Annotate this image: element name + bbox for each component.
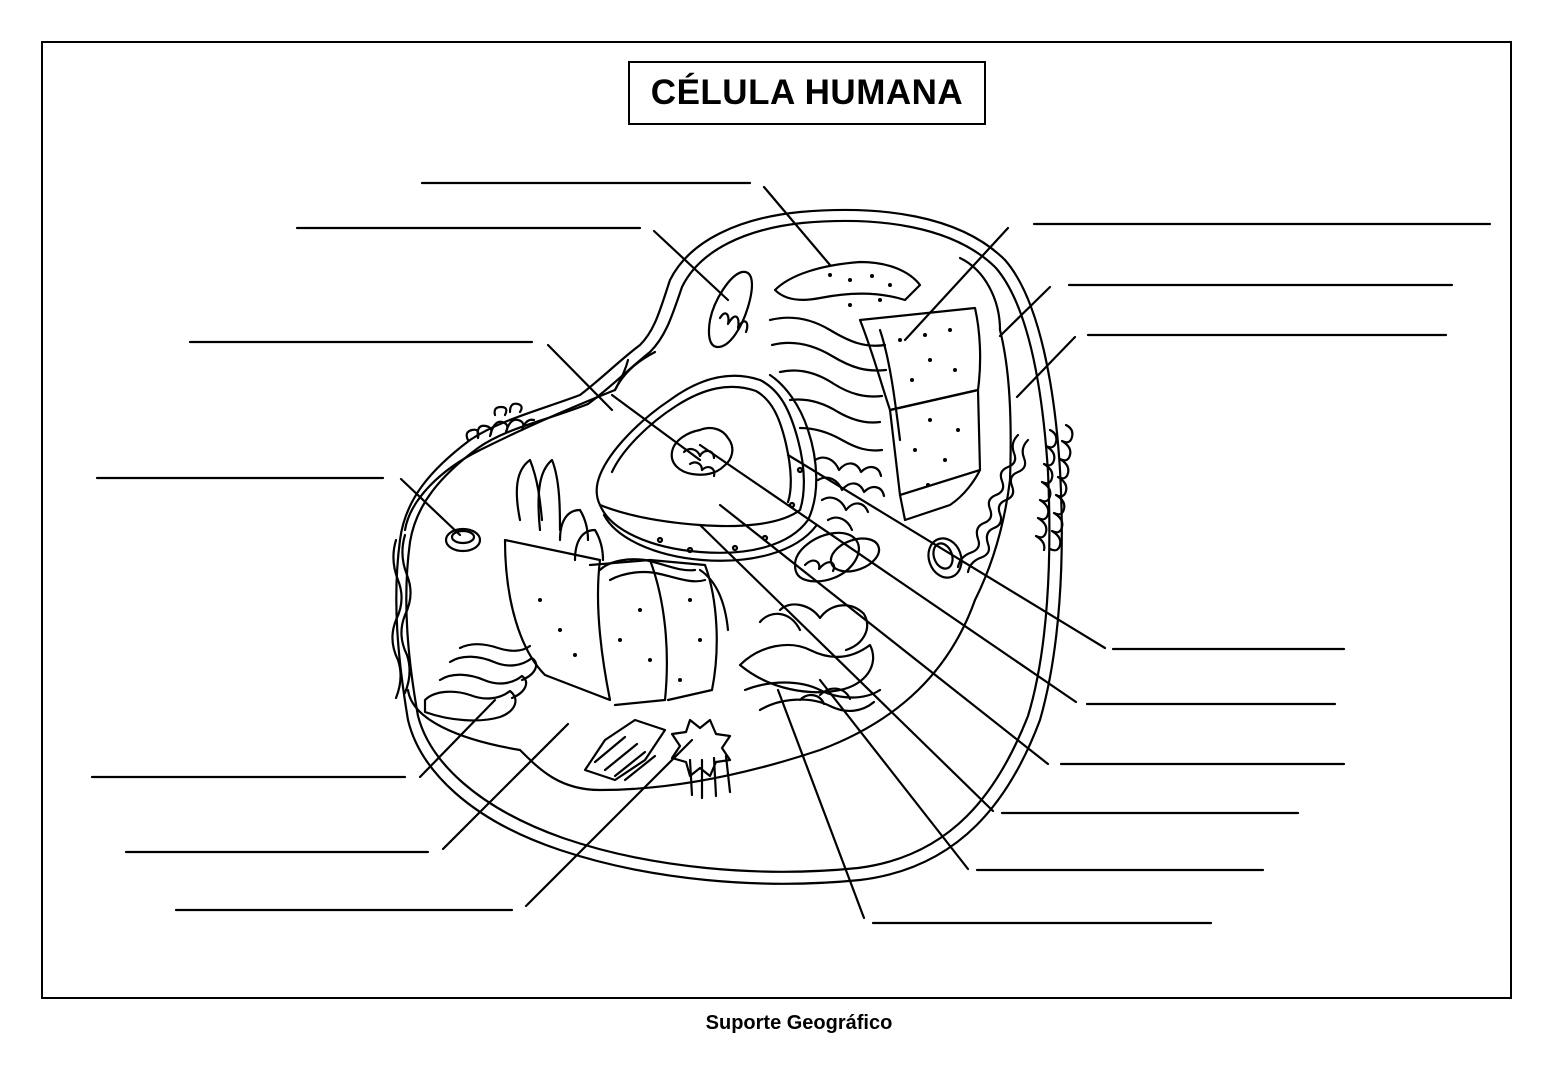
leader-line-2 bbox=[652, 229, 730, 302]
title-box: CÉLULA HUMANA bbox=[628, 61, 986, 125]
leader-line-12 bbox=[698, 443, 1078, 704]
cytoplasm-cutaway bbox=[391, 256, 1030, 792]
smooth-endoplasmic-reticulum bbox=[813, 456, 886, 532]
leader-line-7 bbox=[524, 738, 694, 908]
leader-line-13 bbox=[718, 503, 1050, 766]
worksheet-frame bbox=[41, 41, 1512, 999]
lysosome bbox=[829, 537, 881, 573]
nucleus bbox=[595, 373, 818, 562]
golgi-complex bbox=[738, 603, 882, 712]
leader-line-4 bbox=[399, 477, 462, 537]
label-lines bbox=[90, 181, 1492, 925]
leader-line-5 bbox=[418, 698, 497, 779]
nucleolus-shape bbox=[670, 427, 734, 476]
leader-line-11 bbox=[786, 453, 1107, 650]
leader-line-15 bbox=[818, 678, 970, 871]
rough-endoplasmic-reticulum bbox=[768, 260, 982, 522]
leader-line-9 bbox=[998, 285, 1052, 338]
leader-line-10 bbox=[1015, 335, 1077, 399]
centrioles bbox=[583, 718, 732, 800]
vesicle-right bbox=[927, 537, 963, 579]
page-title: CÉLULA HUMANA bbox=[650, 73, 964, 112]
leader-line-16 bbox=[776, 688, 866, 920]
mitochondrion-top bbox=[707, 270, 754, 349]
golgi-apparatus bbox=[423, 643, 538, 722]
leader-line-1 bbox=[762, 185, 832, 267]
credit-text: Suporte Geográfico bbox=[705, 1012, 893, 1034]
leader-line-6 bbox=[441, 722, 570, 851]
vesicle-left bbox=[444, 527, 482, 553]
mitochondrion-right bbox=[793, 531, 860, 583]
leader-line-8 bbox=[903, 226, 1010, 342]
leader-line-14 bbox=[698, 523, 995, 813]
rough-er-left bbox=[503, 458, 730, 707]
leader-line-3b bbox=[610, 393, 702, 462]
leader-line-3 bbox=[546, 343, 614, 412]
